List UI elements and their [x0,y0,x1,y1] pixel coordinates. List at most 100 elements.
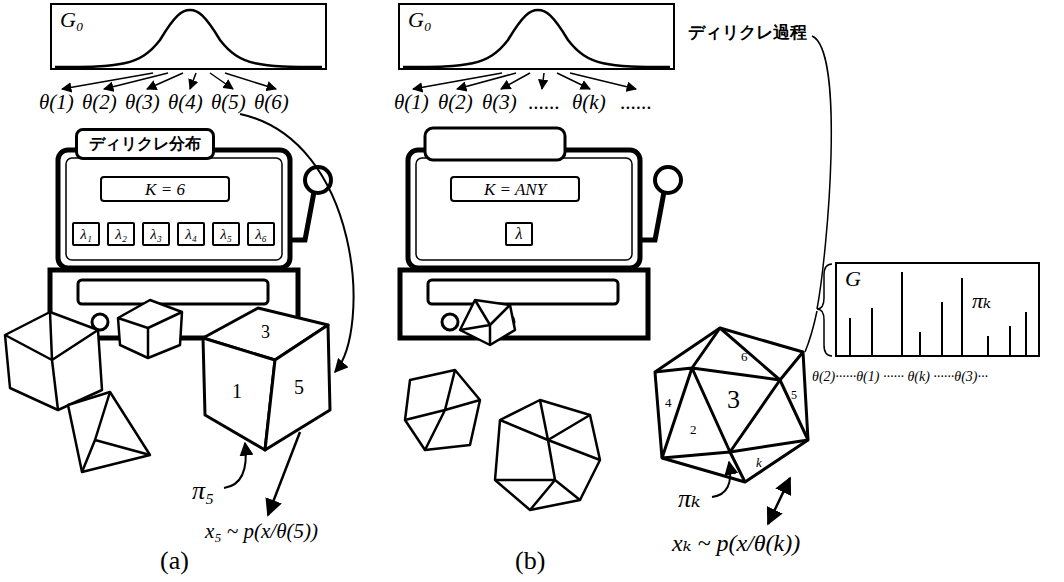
die-face-number: 6 [741,349,748,364]
box-label: λ₅ [220,227,232,242]
pi-label: π₅ [192,476,214,505]
sample-arrows [62,73,636,89]
reel-box: λ [505,222,533,246]
leader-line [812,36,831,309]
text-holder: θ(1) [39,92,74,113]
box-label: λ₂ [115,227,127,242]
theta-label: θ(1) [394,90,429,114]
process-label: ディリクレ過程 [688,22,807,42]
reel-box: λ₃ [142,222,170,246]
sample-arrow [268,432,300,515]
text-holder: θ(2)······θ(1) ······ θ(k) ······θ(3)··· [812,367,988,385]
text-holder: ...... [528,92,560,113]
dice [5,300,182,472]
die-face-number: 3 [261,322,270,342]
big-cube [203,308,330,450]
text-holder: 3 [261,323,270,342]
die-face-number: 3 [727,385,740,414]
text-holder: θ(2) [438,92,473,113]
text-holder: θ(6) [254,92,289,113]
text-holder: θ(5) [211,92,246,113]
box-label: G₀ [408,7,432,32]
text-holder: 2 [690,420,697,438]
pi-arrow [224,443,246,488]
text-holder: ...... [620,92,652,113]
text-holder: ディリクレ過程 [688,24,807,42]
brace [817,264,832,356]
reel-box: λ₅ [212,222,240,246]
ellipsis: ...... [528,90,560,114]
text-holder: θ(k) [572,92,606,113]
theta-label: θ(3) [482,90,517,114]
text-holder: G [845,268,861,290]
reel-box: λ₂ [107,222,135,246]
die-face-number: 5 [294,376,304,398]
display-window: K = ANY [450,176,580,202]
slot-machine [50,150,331,338]
box-label: G [845,266,861,291]
sample-formula: x₅ ~ p(x/θ(5)) [205,519,318,543]
text-holder: πₖ [972,290,991,312]
box-sublabel: πₖ [972,288,991,313]
die-face-number: 1 [232,380,242,402]
plot-frame: G₀ [50,3,327,70]
box-label: ディリクレ分布 [89,136,201,152]
text-holder: (a) [160,548,189,574]
text-holder: 5 [294,377,304,398]
gaussian-curve [55,10,670,67]
text-holder: xₖ ~ p(x/θ(k)) [672,531,800,555]
text-holder: θ(3) [482,92,517,113]
box-label: λ₃ [150,227,162,242]
text-holder: θ(1) [394,92,429,113]
die-face-number: k [756,455,762,470]
machine-sign [425,128,565,160]
atom-row: θ(2)······θ(1) ······ θ(k) ······θ(3)··· [812,369,988,384]
slot-machine [400,150,681,338]
text-holder: 1 [232,381,242,402]
text-holder: k [756,453,762,471]
text-holder: 5 [791,385,797,403]
pi-label: πₖ [678,484,701,513]
box-label: K = 6 [145,181,185,198]
theta-label: θ(2) [82,90,117,114]
panel-letter: (a) [160,546,189,575]
leader-line [805,311,817,352]
sample-arrow [768,478,790,524]
reel-box: λ₁ [72,222,100,246]
box-label: λ [516,226,523,242]
theta-label: θ(6) [254,90,289,114]
text-holder: 3 [727,387,740,413]
d20-die [655,328,808,482]
ellipsis: ...... [620,90,652,114]
theta-label: θ(k) [572,90,606,114]
box-label: G₀ [60,7,84,32]
text-holder: π₅ [192,478,214,504]
die-face-number: 4 [665,395,672,410]
text-holder: πₖ [678,486,701,512]
text-holder: G₀ [408,9,432,31]
theta-label: θ(5) [211,90,246,114]
text-holder: x₅ ~ p(x/θ(5)) [205,521,318,542]
text-holder: 6 [741,347,748,365]
box-label: λ₄ [185,227,197,242]
theta-label: θ(4) [168,90,203,114]
display-window: K = 6 [100,176,230,202]
theta-label: θ(3) [125,90,160,114]
theta-label: θ(1) [39,90,74,114]
box-label: K = ANY [484,181,546,198]
distribution-box: Gπₖ [835,262,1040,357]
box-label: λ₆ [255,227,267,242]
die-face-number: 5 [791,388,797,402]
sample-formula: xₖ ~ p(x/θ(k)) [672,530,800,556]
atom-spikes [850,272,1026,355]
dice [405,300,600,510]
text-holder: (b) [515,548,545,574]
box-label: λ₁ [80,227,92,242]
reel-box: λ₆ [247,222,275,246]
machine-sign: ディリクレ分布 [75,128,215,160]
die-face-number: 2 [690,422,697,437]
text-holder: 4 [665,393,672,411]
theta-label: θ(2) [438,90,473,114]
